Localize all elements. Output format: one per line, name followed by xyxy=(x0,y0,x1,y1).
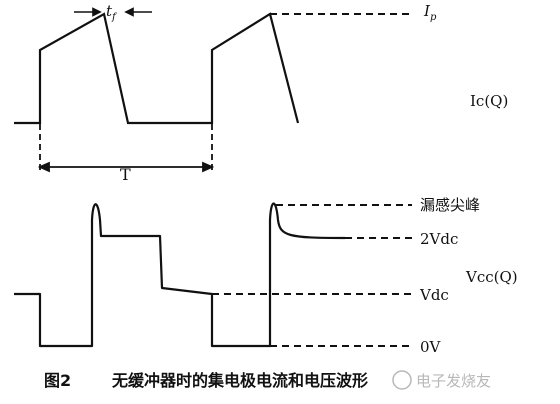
ic-waveform xyxy=(14,12,300,125)
ic-label: Ic(Q) xyxy=(470,92,508,110)
period-arrowhead-left xyxy=(37,161,50,173)
zero-v-label: 0V xyxy=(420,338,442,356)
period-indicator xyxy=(37,124,215,173)
tf-indicator xyxy=(74,7,152,17)
reference-lines xyxy=(212,204,412,347)
period-label: T xyxy=(120,165,131,184)
vcc-trace xyxy=(14,202,346,348)
spike-label: 漏感尖峰 xyxy=(420,196,480,214)
tf-label: tf xyxy=(106,2,118,23)
watermark-logo-icon xyxy=(392,370,412,390)
figure-number: 图2 xyxy=(44,371,71,390)
figure-caption: 无缓冲器时的集电极电流和电压波形 xyxy=(111,371,368,390)
vcc-label: Vcc(Q) xyxy=(465,268,518,286)
tf-arrowhead-right xyxy=(124,7,134,17)
tf-arrowhead-left xyxy=(92,7,102,17)
watermark: 电子发烧友 xyxy=(392,370,491,390)
period-arrowhead-right xyxy=(202,161,215,173)
vdc-label: Vdc xyxy=(419,286,449,304)
two-vdc-label: 2Vdc xyxy=(420,230,458,248)
vcc-waveform xyxy=(14,202,346,348)
ic-trace xyxy=(14,12,300,125)
ip-label: Ip xyxy=(423,2,437,23)
watermark-text: 电子发烧友 xyxy=(416,372,491,390)
